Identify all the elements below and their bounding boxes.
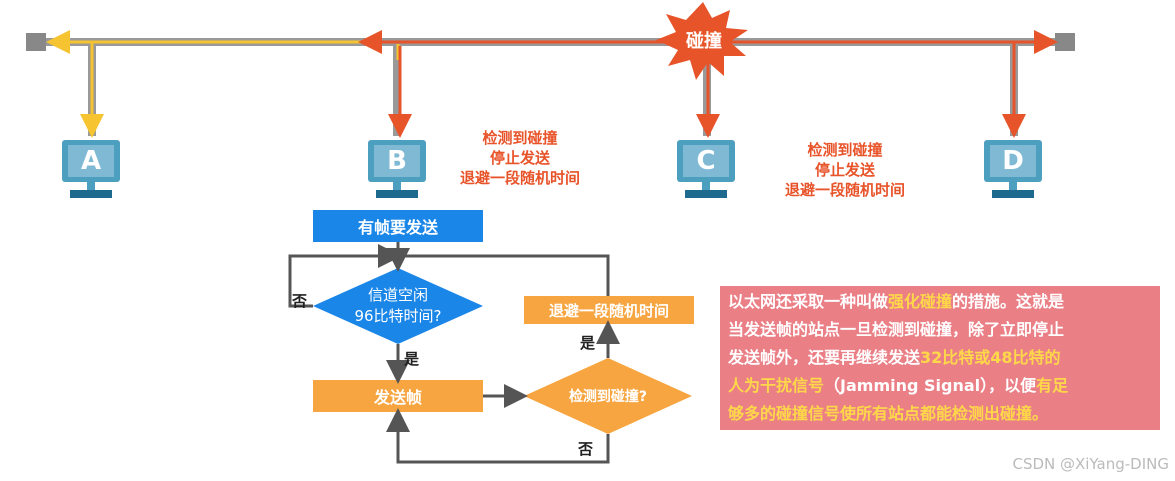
- flow-send-box: [313, 380, 483, 412]
- flow-detect-text: 检测到碰撞?: [568, 389, 648, 405]
- collision-burst-icon: [656, 2, 748, 80]
- flow-start-text: 有帧要发送: [357, 218, 438, 237]
- collision-label: 碰撞: [686, 31, 722, 52]
- flow-idle-diamond: [313, 268, 483, 344]
- station-d-label: D: [1002, 146, 1024, 176]
- station-c: [677, 140, 735, 198]
- flow-no-idle: 否: [292, 292, 308, 310]
- station-d: [984, 140, 1042, 198]
- station-b-note: 检测到碰撞 停止发送 退避一段随机时间: [459, 129, 580, 187]
- jamming-note: 以太网还采取一种叫做强化碰撞的措施。这就是 当发送帧的站点一旦检测到碰撞，除了立…: [720, 286, 1160, 430]
- station-a: [62, 140, 120, 198]
- flow-detect-diamond: [524, 358, 692, 434]
- station-b-label: B: [387, 146, 407, 176]
- flow-backoff-box: [524, 296, 694, 324]
- station-c-note: 检测到碰撞 停止发送 退避一段随机时间: [784, 141, 905, 199]
- flow-idle-text: 信道空闲 96比特时间?: [354, 286, 442, 325]
- flow-no-detect: 否: [578, 440, 594, 458]
- flow-send-text: 发送帧: [373, 388, 422, 407]
- flow-yes-detect: 是: [580, 334, 596, 352]
- station-b: [368, 140, 426, 198]
- station-c-label: C: [696, 146, 716, 176]
- bus-terminator-left: [26, 33, 46, 51]
- station-a-label: A: [80, 146, 102, 176]
- flow-yes-idle: 是: [404, 350, 420, 368]
- flow-backoff-text: 退避一段随机时间: [548, 301, 669, 320]
- flow-start-box: [313, 210, 483, 242]
- bus-terminator-right: [1055, 33, 1075, 51]
- watermark: CSDN @XiYang-DING: [1012, 455, 1169, 473]
